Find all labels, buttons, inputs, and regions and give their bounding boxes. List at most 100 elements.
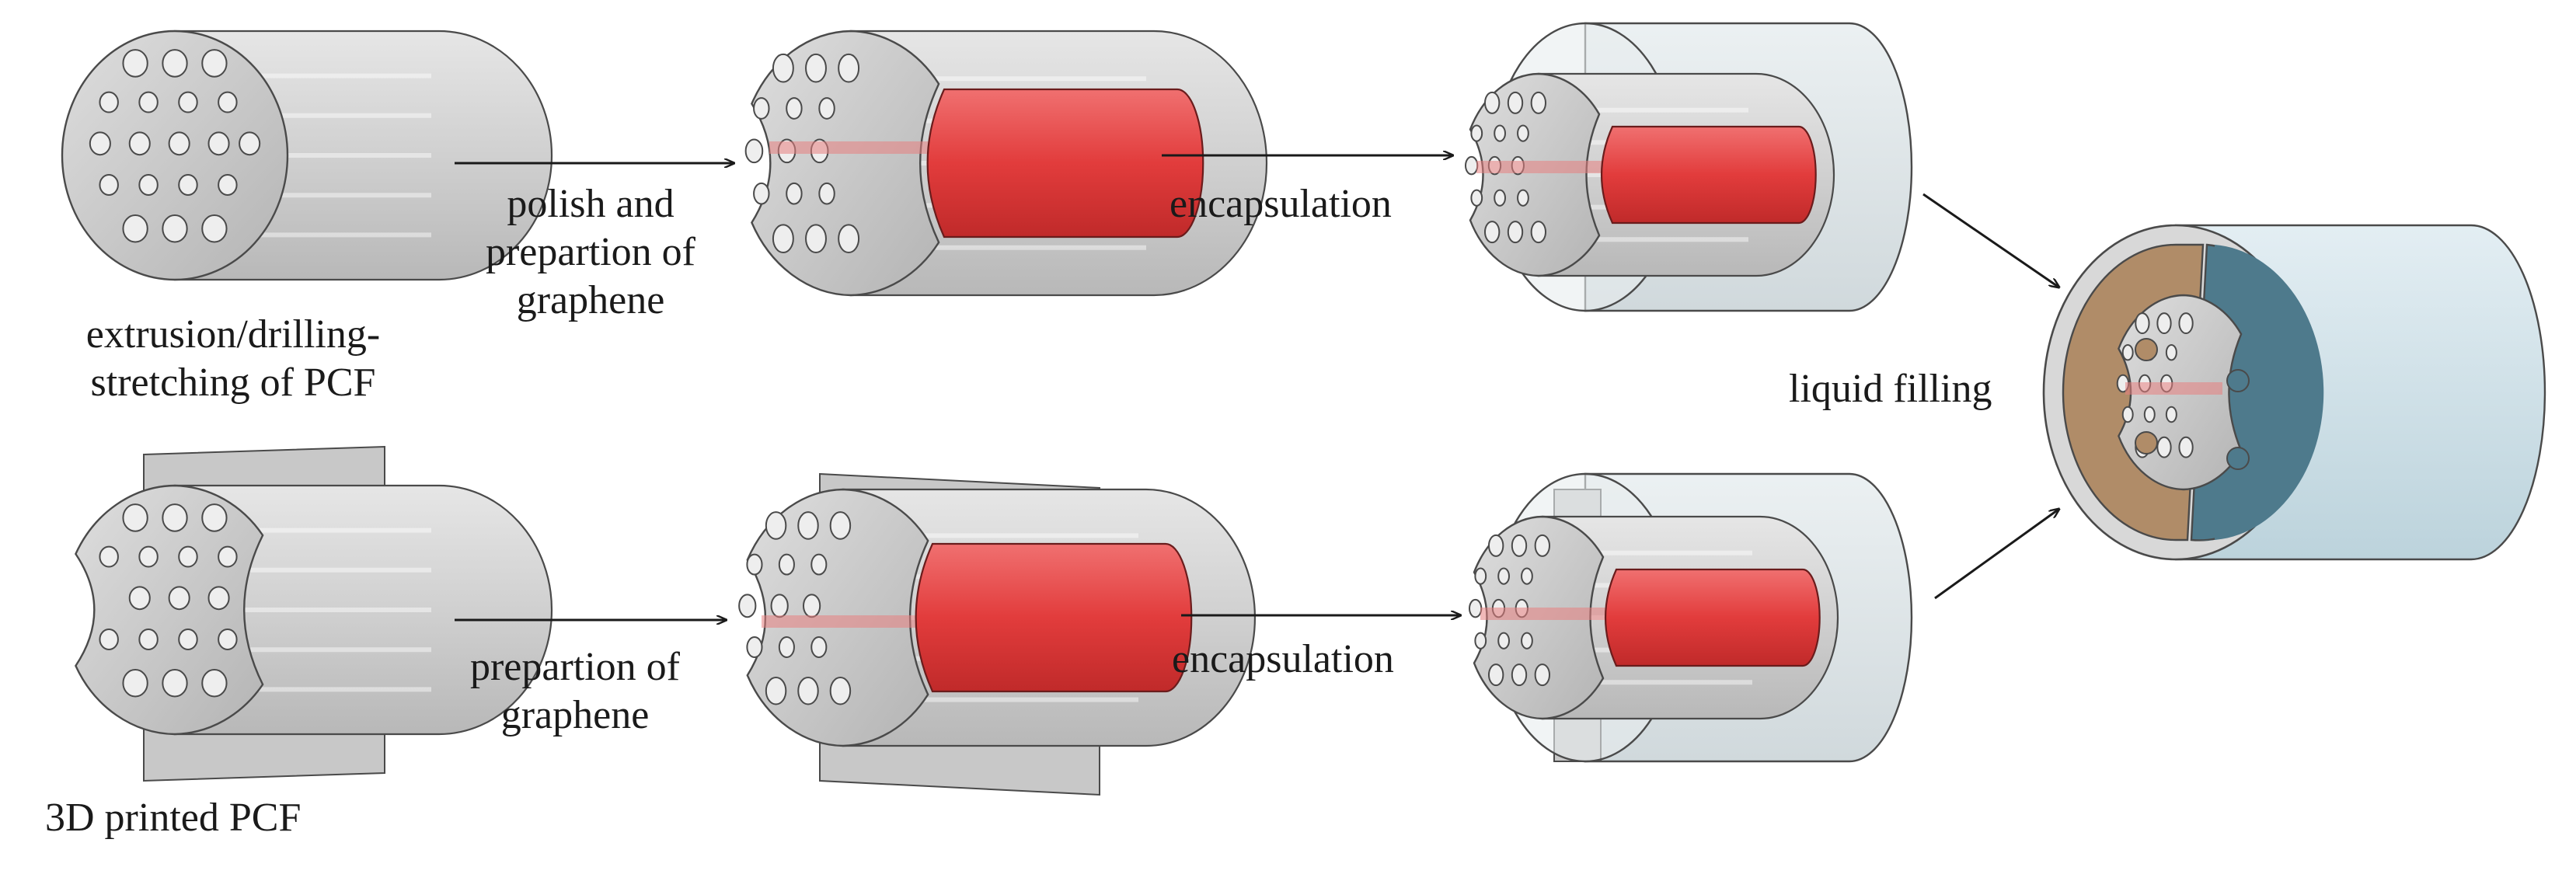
polished-air-hole <box>838 53 860 83</box>
final-core-air-hole <box>2178 436 2194 458</box>
printed-air-hole <box>201 668 228 698</box>
preform-air-hole <box>178 91 198 113</box>
label-polish-line3: graphene <box>516 278 665 322</box>
preform-air-hole <box>239 131 261 156</box>
encap-bottom-air-hole <box>1497 632 1510 649</box>
printed-air-hole <box>168 586 190 611</box>
printed-graphene-air-hole <box>829 511 852 540</box>
encap-top-air-hole <box>1507 91 1524 114</box>
preform-air-hole <box>207 131 230 156</box>
printed-graphene-air-hole <box>778 553 795 576</box>
encap-top-air-hole <box>1483 221 1501 244</box>
label-3d-printed-text: 3D printed PCF <box>45 796 302 840</box>
encap-bottom-air-hole <box>1534 663 1551 687</box>
preform-air-hole <box>138 174 159 196</box>
final-core-air-hole <box>2178 312 2194 335</box>
final-core-air-hole <box>2121 406 2134 423</box>
arrow-liquid-top <box>1922 193 2059 287</box>
encap-top-air-hole <box>1517 189 1529 207</box>
label-extrusion: extrusion/drilling- stretching of PCF <box>39 311 427 407</box>
filled-hole-blue <box>2226 447 2250 470</box>
final-core-air-hole <box>2143 406 2156 423</box>
label-prepartion-line1: prepartion of <box>469 645 680 689</box>
polished-air-hole <box>818 182 835 205</box>
encap-top-air-hole <box>1464 155 1479 176</box>
preform-air-hole <box>162 214 188 243</box>
encap-top-graphene-layer <box>1600 125 1817 225</box>
encap-top-air-hole <box>1517 124 1529 142</box>
preform-air-hole <box>168 131 190 156</box>
polished-air-hole <box>805 53 827 83</box>
encap-bottom-air-hole <box>1534 534 1551 557</box>
printed-graphene-air-hole <box>810 636 828 658</box>
final-core-air-hole <box>2165 406 2177 423</box>
encap-bottom-air-hole <box>1468 598 1483 618</box>
encap-top-air-hole <box>1494 124 1506 142</box>
preform-air-hole <box>178 174 198 196</box>
encap-top-d-face <box>1469 72 1601 277</box>
label-liquid-filling-text: liquid filling <box>1789 367 1992 411</box>
printed-graphene-air-hole <box>797 511 819 540</box>
printed-graphene-air-hole <box>797 676 819 705</box>
printed-graphene-air-hole <box>810 553 828 576</box>
encap-top-air-hole <box>1470 124 1483 142</box>
pcf-encapsulated-bottom <box>1468 472 1913 763</box>
pcf-encapsulated-top <box>1464 22 1913 312</box>
encap-bottom-air-hole <box>1511 663 1528 687</box>
filled-hole-blue <box>2226 369 2250 392</box>
printed-air-hole <box>218 545 238 568</box>
preform-air-hole <box>122 49 148 78</box>
printed-air-hole <box>122 668 148 698</box>
label-polish-line2: prepartion of <box>485 230 695 274</box>
encap-bottom-air-hole <box>1474 567 1487 585</box>
polished-air-hole <box>753 182 770 205</box>
encap-top-air-hole <box>1494 189 1506 207</box>
encap-top-air-hole <box>1483 91 1501 114</box>
printed-air-hole <box>178 545 198 568</box>
filled-hole-brown <box>2135 431 2158 454</box>
encap-bottom-graphene-layer <box>1604 568 1821 667</box>
label-extrusion-line2: stretching of PCF <box>90 360 376 405</box>
encap-bottom-air-hole <box>1511 534 1528 557</box>
polished-air-hole <box>805 224 827 254</box>
arrow-liquid-bottom <box>1934 509 2059 600</box>
preform-air-hole <box>218 91 238 113</box>
printed-air-hole <box>138 545 159 568</box>
final-core-air-hole <box>2165 343 2177 361</box>
label-liquid-filling: liquid filling <box>1789 365 1992 413</box>
printed-air-hole <box>99 545 119 568</box>
final-core-air-hole <box>2135 312 2150 335</box>
polished-graphene-layer <box>926 88 1204 239</box>
printed-air-hole <box>201 503 228 532</box>
pcf-liquid-filled-sensor <box>2042 224 2546 561</box>
label-prepartion-line2: graphene <box>500 693 650 737</box>
encap-bottom-air-hole <box>1487 663 1504 687</box>
pcf-polished-graphene-top <box>744 30 1268 297</box>
pcf-preform-drilled <box>61 30 553 281</box>
encap-top-air-hole <box>1507 221 1524 244</box>
printed-graphene-air-hole <box>765 511 787 540</box>
printed-graphene-air-hole <box>746 553 763 576</box>
printed-air-hole <box>162 503 188 532</box>
label-polish-line1: polish and <box>507 182 675 226</box>
preform-air-hole <box>122 214 148 243</box>
polished-air-hole <box>786 97 803 120</box>
encap-top-air-hole <box>1530 91 1547 114</box>
preform-air-hole <box>89 131 111 156</box>
preform-air-hole <box>99 174 119 196</box>
printed-graphene-air-hole <box>738 594 757 618</box>
label-encapsulation-bottom: encapsulation <box>1172 636 1394 684</box>
polished-d-face <box>751 30 940 297</box>
encap-top-air-hole <box>1470 189 1483 207</box>
encap-bottom-air-hole <box>1521 567 1533 585</box>
polished-air-hole <box>744 138 764 164</box>
printed-air-hole <box>162 668 188 698</box>
final-core-air-hole <box>2156 312 2172 335</box>
encap-bottom-air-hole <box>1497 567 1510 585</box>
preform-air-hole <box>218 174 238 196</box>
label-encapsulation-top: encapsulation <box>1169 180 1392 228</box>
polished-air-hole <box>772 53 794 83</box>
printed-air-hole <box>138 629 159 650</box>
